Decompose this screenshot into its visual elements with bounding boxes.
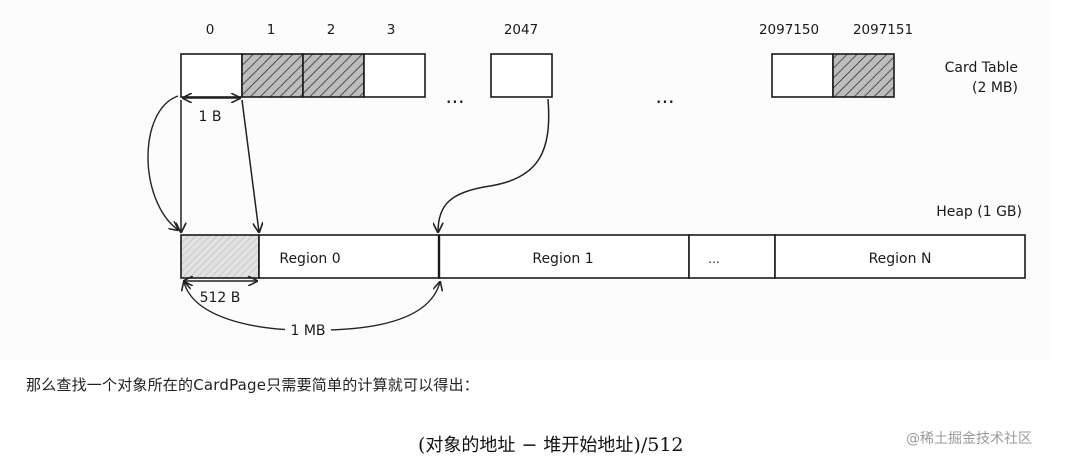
- card-page-size-label: 512 B: [200, 290, 241, 306]
- formula-divide: )/512: [633, 434, 684, 456]
- heap-region-ellipsis: [688, 234, 776, 279]
- card-ellipsis-2: ...: [655, 84, 674, 108]
- card-index-2: 2: [327, 22, 336, 38]
- card-index-2097150: 2097150: [759, 22, 819, 38]
- formula-object-address: 对象的地址: [425, 435, 516, 456]
- card-ellipsis-1: ...: [445, 84, 464, 108]
- watermark: @稀土掘金技术社区: [906, 431, 1032, 447]
- formula-minus: −: [515, 434, 544, 456]
- card-cell-0: [180, 53, 243, 98]
- heap-region-1: [438, 234, 690, 279]
- heap-card-page-0: [180, 234, 260, 279]
- card-cell-2047: [490, 53, 553, 98]
- card-index-2097151: 2097151: [853, 22, 913, 38]
- region-n-label: Region N: [869, 251, 932, 267]
- card-index-0: 0: [206, 22, 215, 38]
- region-1-label: Region 1: [532, 251, 593, 267]
- card-cell-2-dirty: [302, 53, 365, 98]
- region-ellipsis-label: ...: [708, 252, 719, 266]
- card-table-diagram: 0 1 2 3 2047 2097150 2097151 ... ... Car…: [147, 22, 1026, 339]
- diagram-canvas: 0 1 2 3 2047 2097150 2097151 ... ... Car…: [147, 22, 1026, 339]
- one-byte-label: 1 B: [199, 109, 222, 125]
- caption-text: 那么查找一个对象所在的CardPage只需要简单的计算就可以得出：: [26, 376, 480, 394]
- card-table-size: (2 MB): [972, 80, 1018, 96]
- card-cell-2097151-dirty: [832, 53, 895, 98]
- heap-label: Heap (1 GB): [936, 204, 1022, 220]
- region-size-label: 1 MB: [290, 323, 325, 339]
- card-cell-1-dirty: [241, 53, 304, 98]
- card-page-formula: (对象的地址 − 堆开始地址)/512: [418, 431, 684, 457]
- heap-region-n: [774, 234, 1026, 279]
- card-index-3: 3: [387, 22, 396, 38]
- card-cell-3: [363, 53, 426, 98]
- card-cell-2097150: [771, 53, 834, 98]
- card-index-2047: 2047: [504, 22, 538, 38]
- region-0-label: Region 0: [279, 251, 340, 267]
- formula-heap-start: 堆开始地址: [543, 435, 634, 456]
- card-table-label: Card Table: [945, 60, 1018, 76]
- card-index-1: 1: [267, 22, 276, 38]
- formula-open-paren: (: [418, 434, 426, 456]
